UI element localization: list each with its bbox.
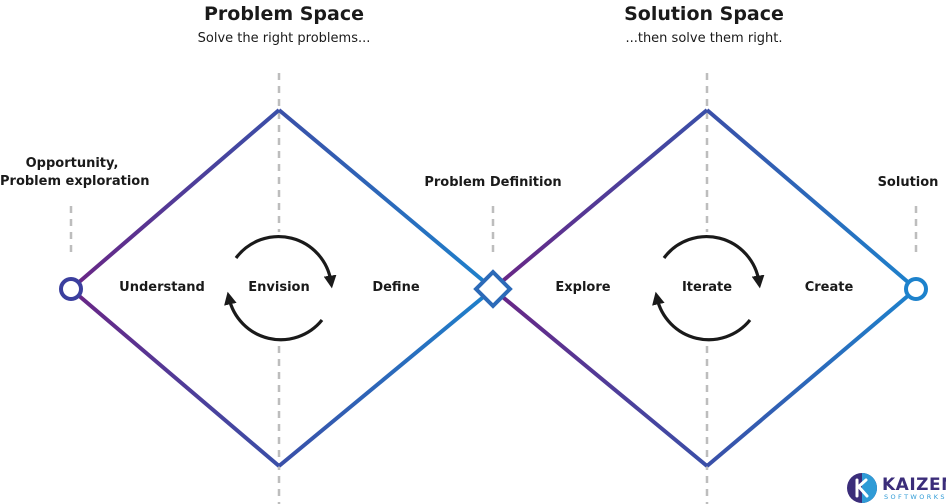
middle-node [473, 269, 513, 309]
problem-space-title: Problem Space [203, 3, 364, 25]
end-node [904, 277, 928, 301]
stage-create: Create [804, 280, 854, 295]
end-milestone-label: Solution [877, 175, 939, 190]
stage-iterate: Iterate [681, 280, 733, 295]
start-milestone-label-line1: Opportunity, [25, 156, 119, 171]
middle-milestone-label: Problem Definition [424, 175, 562, 190]
start-node [59, 277, 83, 301]
solution-diamond-lower-right [705, 287, 918, 468]
problem-diamond-upper-left [69, 108, 281, 291]
problem-diamond-lower-left [69, 287, 281, 468]
stage-explore: Explore [555, 280, 611, 295]
solution-diamond [491, 108, 918, 468]
kaizen-logo-mark-icon [847, 473, 877, 503]
kaizen-logo: KAIZEN SOFTWORKS [846, 472, 946, 504]
start-milestone-label-line2: Problem exploration [0, 174, 150, 189]
stage-envision: Envision [248, 280, 310, 295]
solution-space-title: Solution Space [624, 3, 784, 25]
solution-space-subtitle: ...then solve them right. [625, 31, 783, 46]
solution-diamond-upper-left [491, 108, 709, 291]
problem-diamond-upper-right [277, 108, 495, 291]
iterate-cycle-icon [652, 235, 765, 342]
problem-diamond [69, 108, 495, 468]
logo-wordmark: KAIZEN [882, 475, 946, 495]
stage-define: Define [372, 280, 420, 295]
solution-diamond-lower-left [491, 287, 709, 468]
problem-space-subtitle: Solve the right problems... [197, 31, 371, 46]
stage-understand: Understand [119, 280, 205, 295]
problem-diamond-lower-right [277, 287, 495, 468]
solution-diamond-upper-right [705, 108, 918, 291]
envision-cycle-icon [224, 235, 337, 342]
logo-subtext: SOFTWORKS [884, 493, 946, 501]
